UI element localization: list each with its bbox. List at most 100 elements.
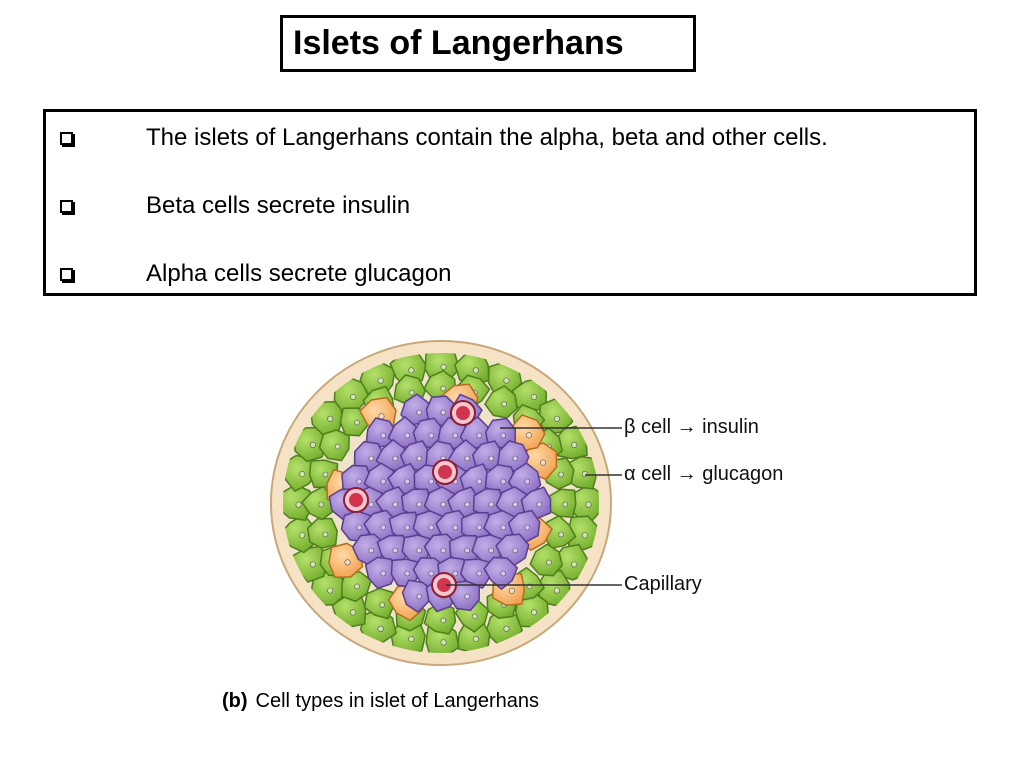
alpha-cell-nucleus	[472, 367, 479, 374]
beta-cell-nucleus	[512, 455, 519, 462]
checkbox-square-icon	[60, 200, 73, 213]
beta-cell-nucleus	[380, 570, 387, 577]
alpha-cell-nucleus	[318, 501, 325, 508]
beta-cell-nucleus	[428, 478, 435, 485]
alpha-cell-nucleus	[440, 363, 447, 370]
bullet-item: Alpha cells secrete glucagon	[46, 256, 974, 292]
diagram-caption: (b)Cell types in islet of Langerhans	[222, 690, 539, 713]
bullet-list-box: The islets of Langerhans contain the alp…	[43, 109, 977, 296]
beta-cell	[448, 580, 481, 612]
alpha-cell-nucleus	[553, 415, 560, 422]
alpha-cell	[535, 569, 572, 607]
beta-cell-nucleus	[368, 547, 375, 554]
alpha-cell-nucleus	[322, 531, 329, 538]
alpha-cell-nucleus	[350, 609, 357, 616]
bullet-text: Beta cells secrete insulin	[146, 192, 411, 219]
alpha-cell-nucleus	[377, 625, 384, 632]
beta-cell-nucleus	[452, 524, 459, 531]
alpha-cell-nucleus	[553, 587, 560, 594]
alpha-cell-nucleus	[472, 613, 478, 620]
alpha-cell-nucleus	[309, 561, 316, 568]
capillary-lumen	[437, 578, 451, 592]
alpha-cell-nucleus	[327, 587, 334, 594]
alpha-cell-nucleus	[503, 377, 510, 384]
beta-cell-nucleus	[440, 409, 447, 416]
beta-cell-nucleus	[452, 432, 459, 439]
alpha-cell-nucleus	[299, 532, 306, 539]
beta-cell-nucleus	[476, 524, 483, 531]
beta-cell-nucleus	[368, 455, 375, 462]
alpha-cell-nucleus	[322, 471, 329, 478]
alpha-cell-nucleus	[377, 377, 384, 384]
beta-cell-nucleus	[428, 524, 435, 531]
bullet-text: The islets of Langerhans contain the alp…	[146, 124, 828, 151]
alpha-cell-nucleus	[350, 393, 357, 401]
alpha-cell-nucleus	[571, 441, 578, 448]
capillary-lumen	[349, 493, 363, 507]
checkbox-square-icon	[60, 132, 73, 145]
capillary-label: Capillary	[624, 573, 702, 595]
beta-cell-nucleus	[380, 432, 387, 439]
alpha-cell-nucleus	[354, 419, 360, 426]
alpha-cell-nucleus	[309, 441, 316, 448]
alpha-cell-nucleus	[408, 389, 415, 396]
beta-cell-nucleus	[416, 547, 423, 554]
beta-cell-nucleus	[380, 524, 387, 531]
beta-cell-nucleus	[404, 432, 411, 439]
beta-cell-nucleus	[476, 478, 483, 485]
beta-cell-nucleus	[404, 524, 411, 531]
alpha-cell	[484, 385, 518, 419]
beta-cell	[459, 558, 493, 589]
beta-cell-nucleus	[440, 547, 447, 554]
alpha-cell-nucleus	[334, 443, 341, 450]
other-cell-nucleus	[508, 587, 515, 594]
beta-cell-nucleus	[464, 547, 471, 554]
beta-cell-nucleus	[404, 570, 411, 577]
beta-cell-nucleus	[464, 593, 471, 600]
alpha-cell-nucleus	[530, 393, 537, 401]
beta-cell-nucleus	[500, 432, 507, 439]
alpha-cell-nucleus	[546, 559, 552, 566]
alpha-cell-nucleus	[585, 501, 592, 508]
beta-cell-nucleus	[440, 501, 447, 508]
beta-cell-nucleus	[428, 432, 435, 439]
alpha-cell-nucleus	[472, 635, 479, 643]
alpha-cell-nucleus	[558, 471, 564, 478]
checkbox-square-icon	[60, 268, 73, 281]
alpha-cell-nucleus	[562, 501, 569, 508]
beta-cell-nucleus	[428, 570, 435, 577]
beta-cell-nucleus	[488, 455, 495, 462]
alpha-cell-nucleus	[354, 583, 360, 590]
alpha-cell-nucleus	[327, 415, 334, 422]
alpha-cell	[511, 377, 547, 413]
caption-text: Cell types in islet of Langerhans	[255, 690, 540, 712]
alpha-cell-nucleus	[501, 401, 508, 407]
alpha-cell-nucleus	[503, 625, 510, 632]
alpha-cell	[318, 429, 350, 462]
beta-cell-nucleus	[464, 455, 471, 462]
other-cell-nucleus	[525, 432, 532, 439]
bullet-item: Beta cells secrete insulin	[46, 188, 974, 224]
beta-cell-nucleus	[356, 478, 363, 485]
beta-cell-nucleus	[416, 501, 423, 508]
capillaries	[343, 400, 476, 598]
alpha-cell-nucleus	[530, 609, 537, 616]
beta-cell-nucleus	[368, 501, 375, 508]
beta-cell-nucleus	[452, 570, 459, 577]
alpha-cell	[529, 543, 564, 577]
beta-cell-nucleus	[380, 478, 387, 485]
beta-cell-nucleus	[416, 409, 423, 416]
beta-cell-nucleus	[416, 593, 423, 600]
bullet-text: Alpha cells secrete glucagon	[146, 260, 452, 287]
alpha-cell-nucleus	[295, 501, 302, 508]
beta-cell-nucleus	[500, 570, 507, 577]
beta-cell-nucleus	[524, 524, 531, 531]
other-cell-nucleus	[344, 559, 351, 566]
alpha-cell-nucleus	[408, 635, 415, 643]
beta-cell-nucleus	[500, 478, 507, 485]
beta-cell-nucleus	[416, 455, 423, 462]
alpha-cell-nucleus	[408, 367, 415, 374]
alpha-cell-nucleus	[379, 602, 386, 608]
